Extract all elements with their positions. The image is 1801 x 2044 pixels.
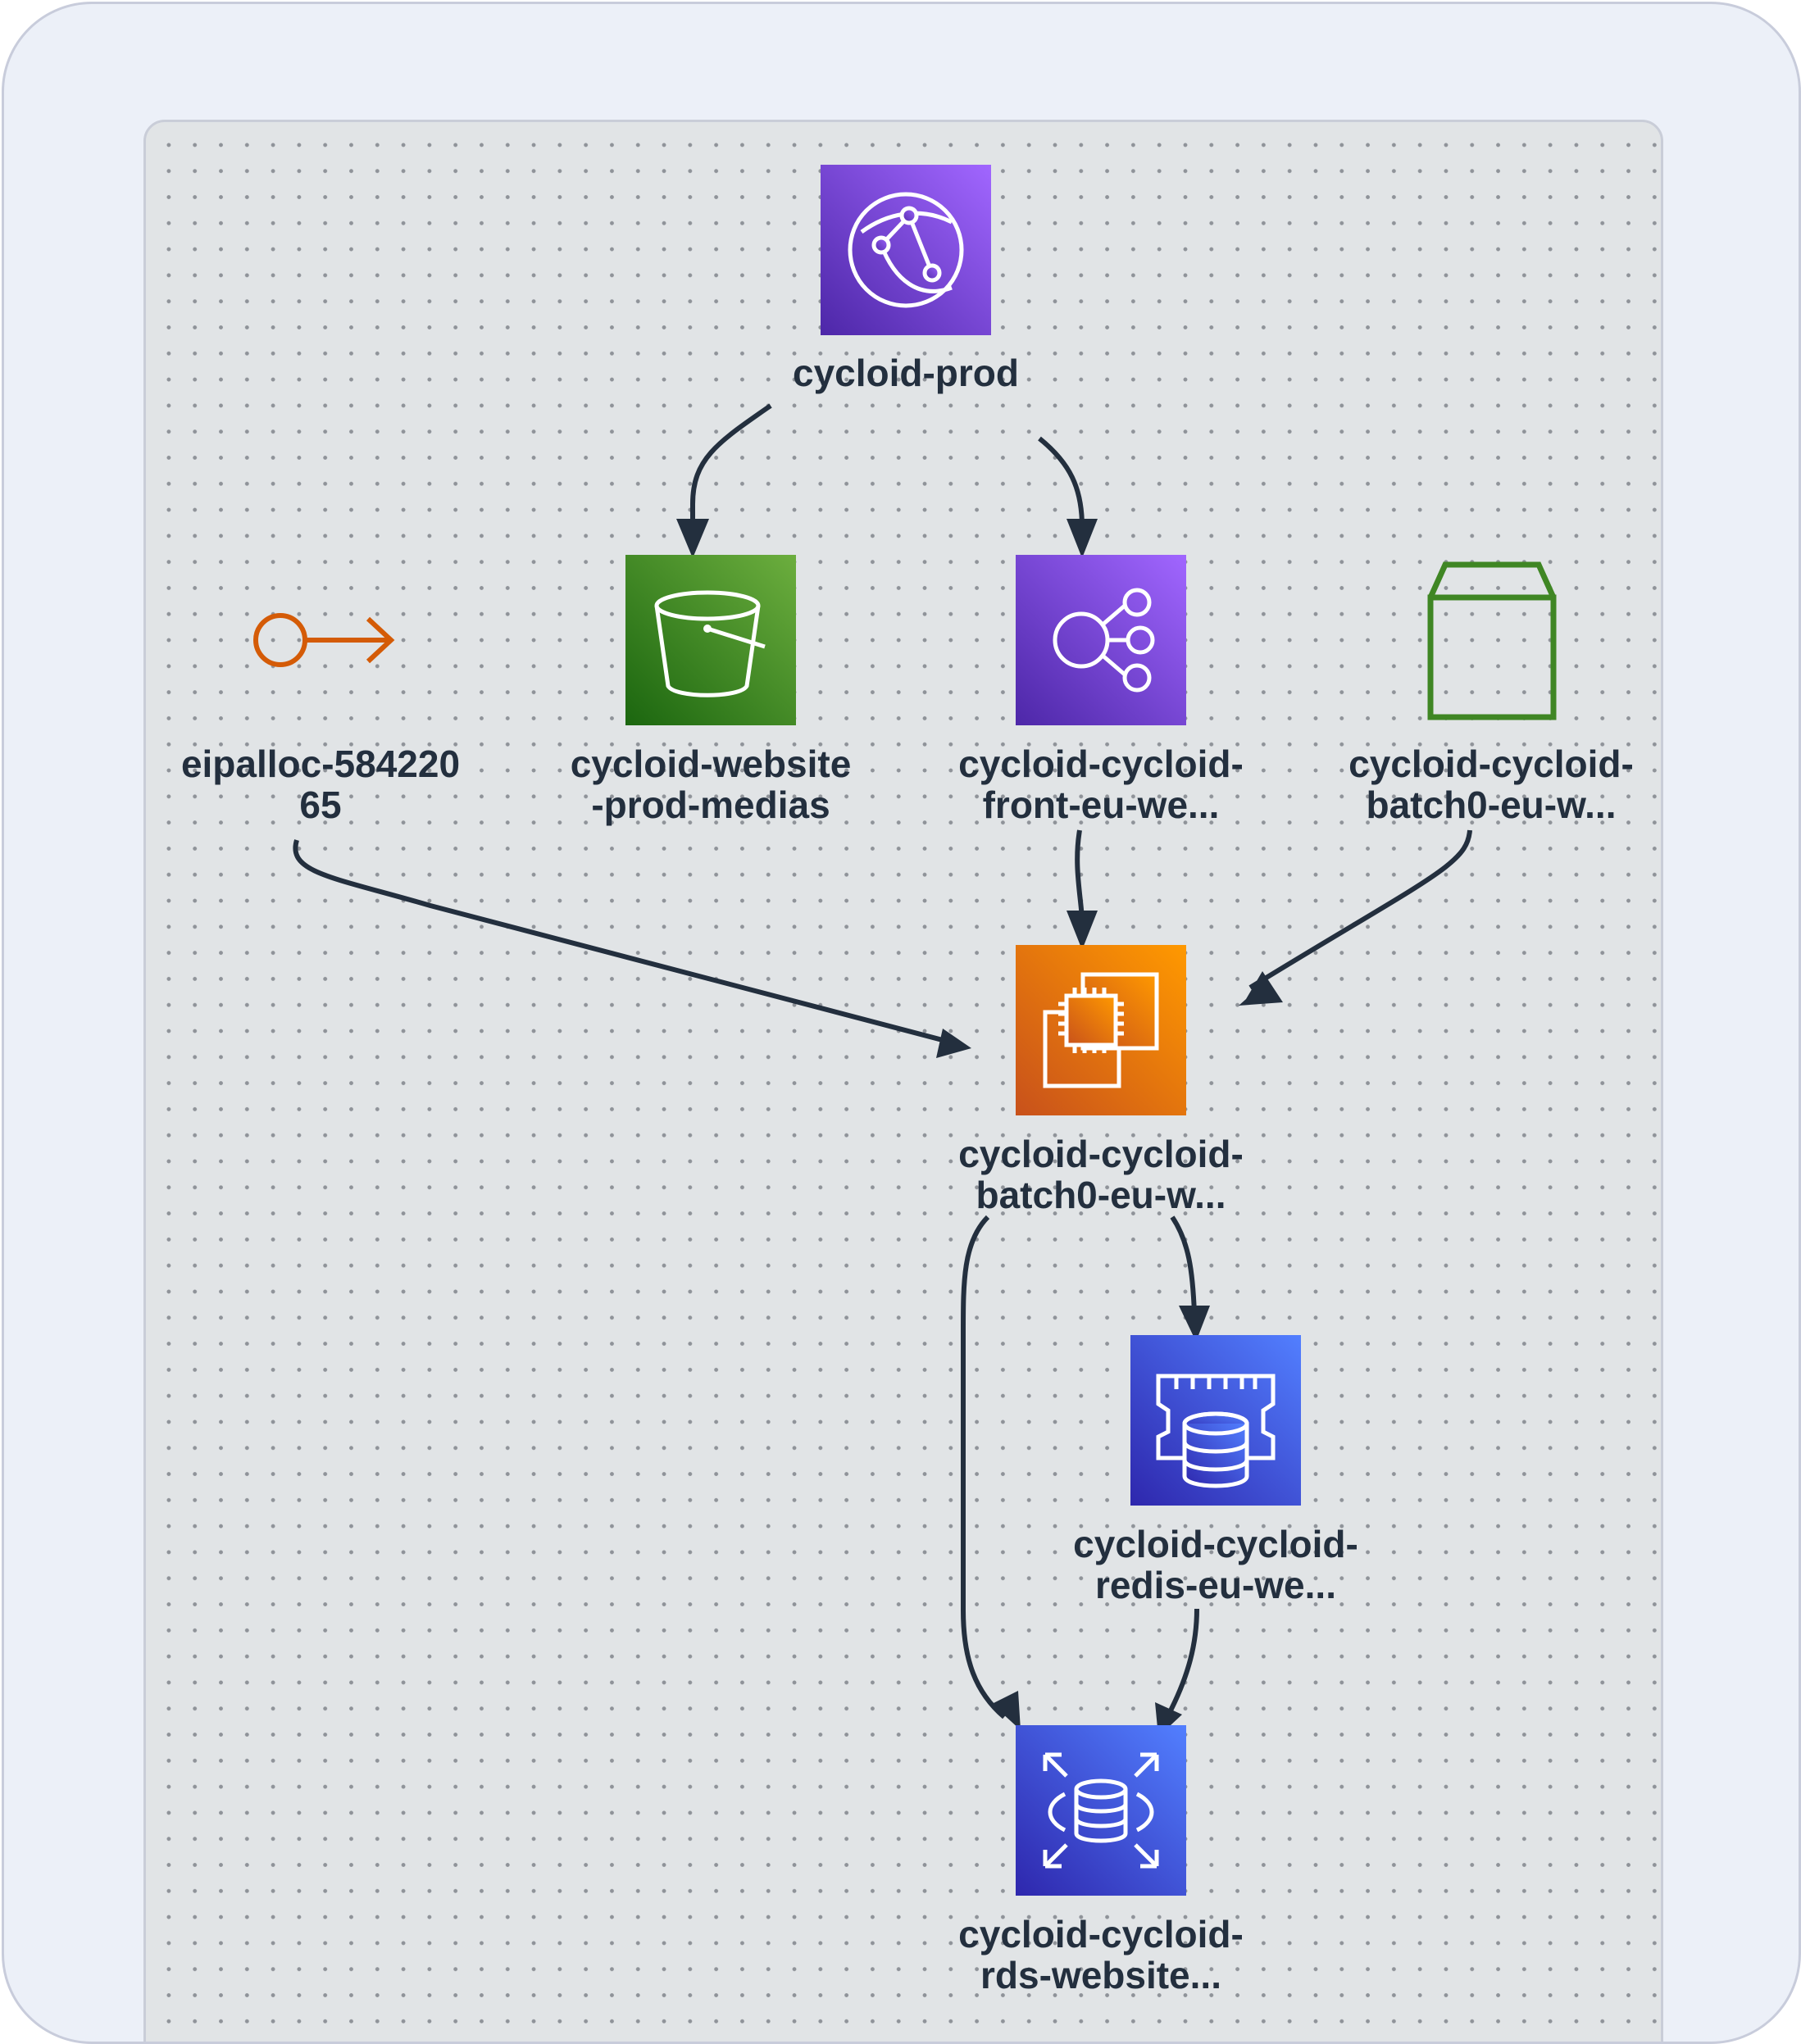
edge-ec2-to-rds: [961, 1215, 1006, 1719]
label-line2: rds-website...: [980, 1954, 1221, 1996]
node-label-ec2: cycloid-cycloid- batch0-eu-w...: [929, 1133, 1273, 1215]
rds-database-icon[interactable]: [1016, 1725, 1186, 1896]
edge-ec2-to-redis: [1170, 1215, 1197, 1315]
arrowheads: [676, 519, 1283, 1737]
arrowhead-redis: [1179, 1306, 1210, 1342]
label-line2: batch0-eu-w...: [1366, 784, 1617, 826]
elasticache-redis-icon[interactable]: [1130, 1335, 1301, 1506]
label-line1: cycloid-cycloid-: [1348, 743, 1634, 785]
edges-layer: [293, 403, 1472, 1737]
node-label-cloudfront: cycloid-prod: [734, 352, 1078, 393]
label-line1: cycloid-cycloid-: [1073, 1523, 1358, 1565]
node-label-batch: cycloid-cycloid- batch0-eu-w...: [1319, 743, 1663, 825]
edge-cloudfront-to-elb: [1038, 436, 1085, 528]
arrowhead-elb: [1067, 519, 1098, 558]
node-label-rds: cycloid-cycloid- rds-website...: [929, 1914, 1273, 1996]
cloudfront-icon[interactable]: [821, 165, 991, 335]
elastic-ip-icon[interactable]: [235, 555, 406, 725]
edge-eip-to-ec2: [293, 839, 956, 1046]
edge-elb-to-ec2: [1075, 829, 1085, 920]
edge-cloudfront-to-s3: [690, 403, 772, 527]
label-line2: 65: [299, 784, 342, 826]
label-line2: redis-eu-we...: [1095, 1564, 1336, 1606]
arrowhead-rds-from-ec2: [992, 1691, 1021, 1730]
ec2-instance-icon[interactable]: [1016, 945, 1186, 1115]
edge-batch-to-ec2: [1248, 829, 1472, 990]
label-line1: cycloid-prod: [792, 352, 1020, 394]
edge-redis-to-rds: [1166, 1608, 1199, 1717]
label-line1: cycloid-cycloid-: [958, 1133, 1244, 1175]
label-line1: cycloid-website: [570, 743, 852, 785]
arrowhead-ec2-from-elb: [1067, 911, 1098, 950]
arrowhead-ec2-from-eip: [936, 1029, 971, 1058]
label-line1: cycloid-cycloid-: [958, 1913, 1244, 1955]
s3-bucket-icon[interactable]: [625, 555, 796, 725]
node-label-eip: eipalloc-584220 65: [148, 743, 493, 825]
label-line2: front-eu-we...: [982, 784, 1220, 826]
arrowhead-s3: [676, 519, 709, 558]
label-line2: -prod-medias: [591, 784, 830, 826]
arrowhead-ec2-from-batch: [1239, 971, 1283, 1006]
launch-template-icon[interactable]: [1406, 555, 1576, 725]
diagram-canvas: [143, 120, 1663, 2042]
label-line1: eipalloc-584220: [180, 743, 461, 785]
load-balancer-icon[interactable]: [1016, 555, 1186, 725]
label-line1: cycloid-cycloid-: [958, 743, 1244, 785]
node-label-elb: cycloid-cycloid- front-eu-we...: [929, 743, 1273, 825]
node-label-redis: cycloid-cycloid- redis-eu-we...: [1044, 1524, 1388, 1606]
label-line2: batch0-eu-w...: [976, 1174, 1226, 1216]
node-label-s3: cycloid-website -prod-medias: [539, 743, 883, 825]
